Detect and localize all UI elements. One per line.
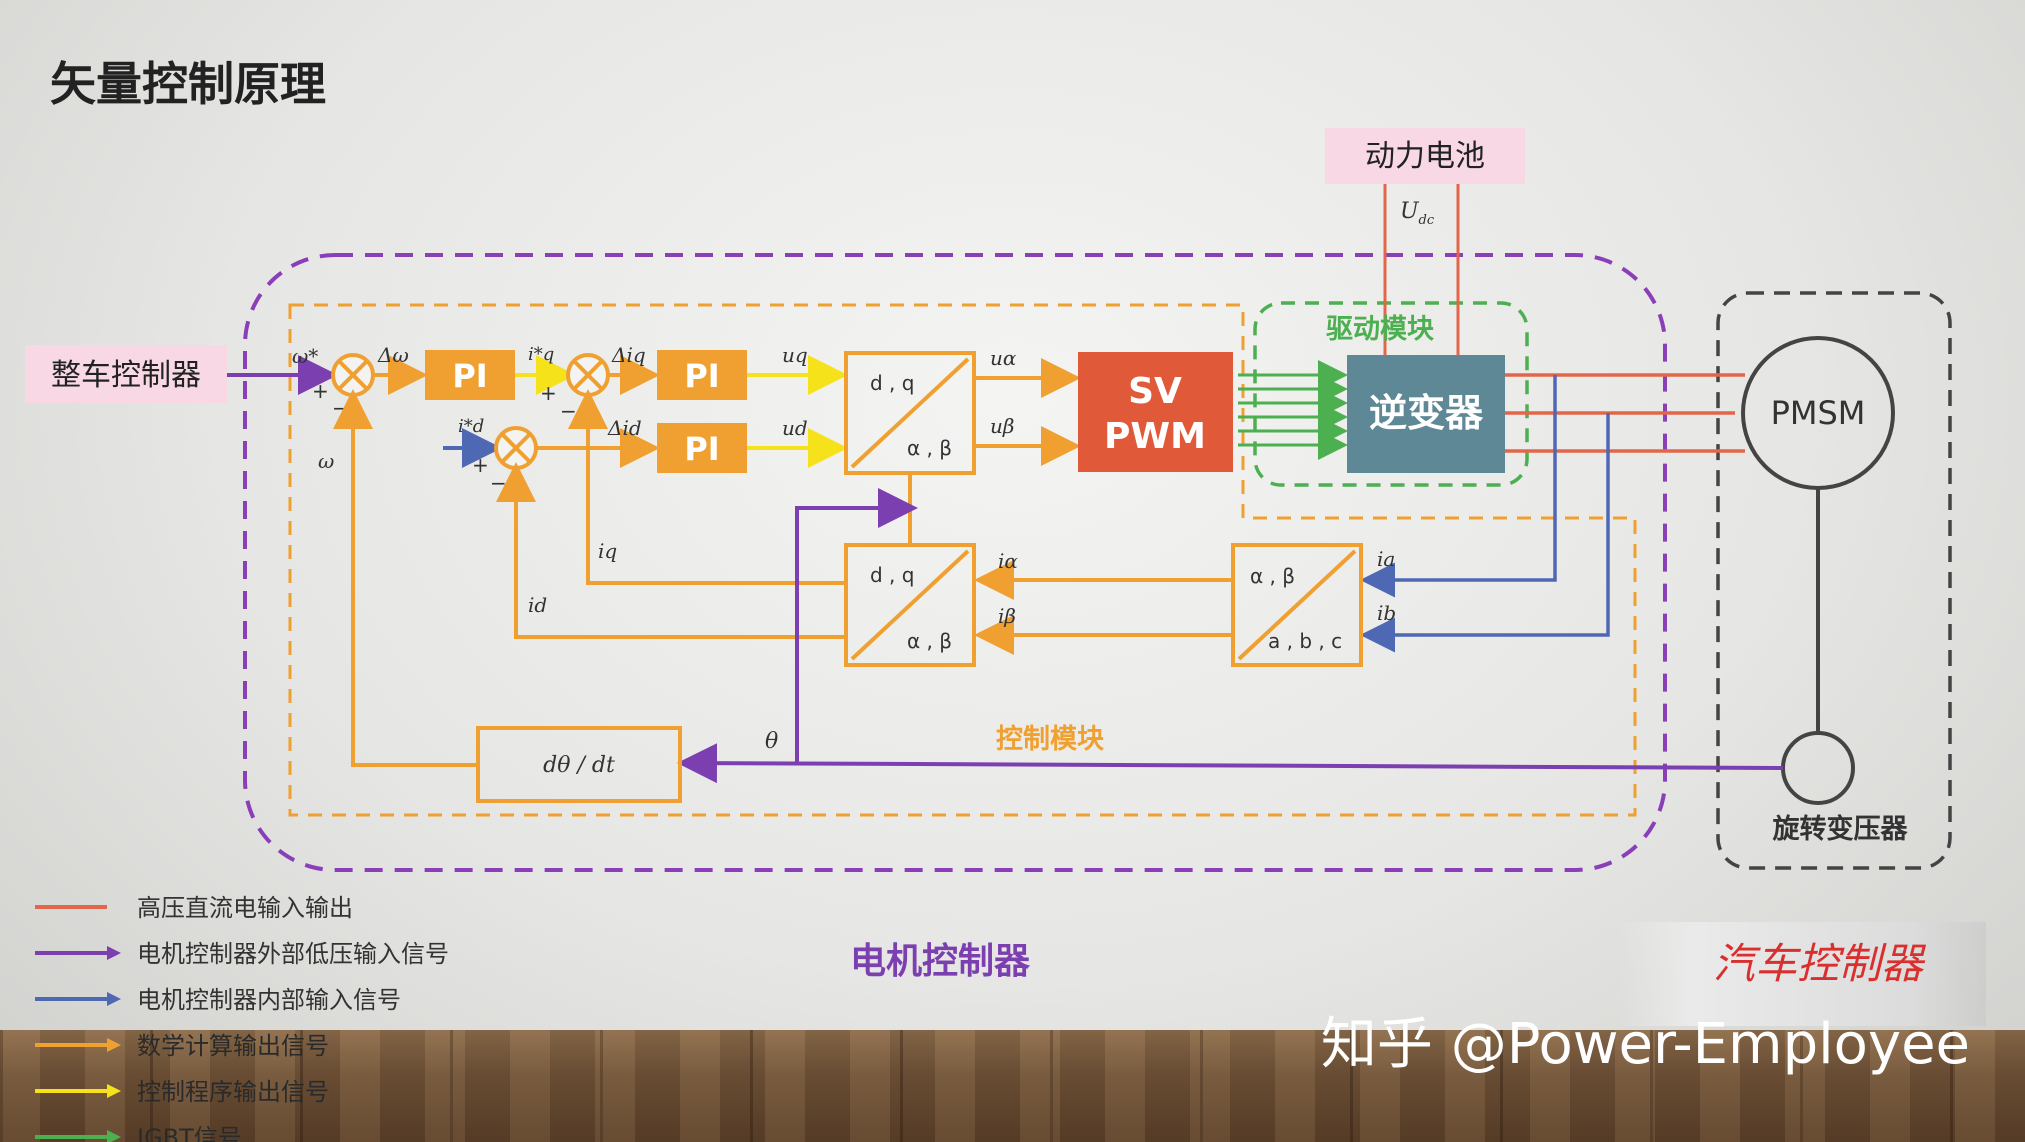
theta-to-park-line (795, 488, 918, 765)
park-bottom-label: α , β (907, 629, 952, 653)
vehicle-controller-box (25, 345, 227, 403)
svpwm-block (1078, 352, 1233, 472)
pi-q-block (657, 350, 747, 400)
id-ref-label: i*d (458, 416, 484, 437)
inverter-block (1347, 355, 1505, 473)
delta-iq-label: Δiq (611, 343, 646, 367)
control-module-label: 控制模块 (996, 724, 1105, 755)
inverse-park-diagonal (850, 357, 970, 469)
legend-label-4: 控制程序输出信号 (137, 1078, 329, 1106)
minus-sign-1: − (332, 396, 349, 420)
plus-sign-1: + (312, 379, 329, 403)
clarke-top-label: α , β (1250, 564, 1295, 588)
legend-arrowhead-3 (107, 1038, 121, 1052)
uq-label: uq (782, 343, 808, 367)
vehicle-controller-label: 整车控制器 (51, 358, 201, 393)
id-label: id (528, 593, 547, 617)
legend-label-0: 高压直流电输入输出 (137, 894, 353, 922)
derivative-label: dθ / dt (543, 753, 615, 778)
pmsm-label: PMSM (1771, 394, 1866, 432)
ia-sense-line (1360, 375, 1557, 598)
iq-feedback-line (568, 389, 846, 585)
pi-d-label: PI (684, 430, 719, 468)
ibeta-label: iβ (998, 604, 1016, 628)
minus-sign-2: − (560, 399, 577, 423)
park-top-label: d , q (870, 563, 914, 587)
ud-label: ud (782, 416, 808, 440)
legend-arrowhead-4 (107, 1084, 121, 1098)
inverter-label: 逆变器 (1369, 391, 1484, 435)
legend: 高压直流电输入输出电机控制器外部低压输入信号电机控制器内部输入信号数学计算输出信… (35, 894, 449, 1142)
legend-arrowhead-5 (107, 1130, 121, 1142)
legend-label-2: 电机控制器内部输入信号 (137, 986, 401, 1014)
delta-omega-label: Δω (377, 343, 409, 367)
ualpha-label: uα (990, 346, 1017, 370)
page-title: 矢量控制原理 (50, 57, 326, 111)
watermark-banner (1618, 922, 1986, 1026)
minus-sign-3: − (490, 471, 507, 495)
motor-boundary (1716, 291, 1952, 870)
omega-feedback-line (333, 389, 478, 767)
resolver-circle (1781, 731, 1855, 805)
park-diagonal (850, 549, 970, 661)
svpwm-label-line1: SV (1128, 371, 1182, 412)
motor-controller-boundary (243, 253, 1667, 872)
three-phase-lines (1505, 373, 1745, 453)
id-feedback-line (496, 462, 846, 639)
battery-label: 动力电池 (1365, 139, 1485, 174)
battery-box (1325, 128, 1525, 184)
inverse-park-bottom-label: α , β (907, 436, 952, 460)
sum-junction-q (566, 353, 610, 397)
pi-speed-block (425, 350, 515, 400)
udc-label: Udc (1400, 199, 1435, 228)
plus-sign-3: + (472, 453, 489, 477)
ubeta-label: uβ (990, 414, 1014, 438)
control-module-boundary (288, 303, 1637, 817)
omega-r-label: ω (318, 449, 334, 473)
iq-ref-label: i*q (528, 344, 554, 365)
watermark-brand: 汽车控制器 (1713, 939, 1927, 988)
wood-floor-texture (0, 1030, 2025, 1142)
clarke-bottom-label: a , b , c (1268, 629, 1342, 653)
svpwm-label-line2: PWM (1104, 416, 1206, 457)
legend-label-3: 数学计算输出信号 (137, 1032, 329, 1060)
pi-d-block (657, 423, 747, 473)
legend-label-1: 电机控制器外部低压输入信号 (137, 940, 449, 968)
motor-controller-label: 电机控制器 (850, 941, 1031, 982)
sum-junction-d (494, 426, 538, 470)
drive-module-boundary (1253, 301, 1529, 487)
omega-ref-label: ω* (292, 344, 318, 368)
ib-sense-line (1360, 413, 1610, 653)
pi-speed-label: PI (452, 357, 487, 395)
inverse-park-top-label: d , q (870, 371, 914, 395)
watermark-zhihu: 知乎 @Power-Employee (1321, 1012, 1970, 1077)
plus-sign-2: + (540, 381, 557, 405)
legend-arrowhead-1 (107, 946, 121, 960)
resolver-label: 旋转变压器 (1773, 813, 1909, 845)
pi-q-label: PI (684, 357, 719, 395)
delta-id-label: Δid (607, 416, 642, 440)
wood-floor (0, 1030, 2025, 1142)
theta-resolver-line (677, 743, 1784, 784)
legend-label-5: IGBT信号 (137, 1124, 242, 1142)
legend-arrowhead-2 (107, 992, 121, 1006)
igbt-signal-arrows (1238, 360, 1348, 460)
ialpha-label: iα (998, 549, 1018, 573)
drive-module-label: 驱动模块 (1326, 314, 1435, 345)
theta-label: θ (765, 729, 778, 754)
sum-junction-speed (331, 353, 375, 397)
ia-label: ia (1377, 547, 1395, 571)
clarke-diagonal (1237, 549, 1357, 661)
iq-label: iq (598, 539, 617, 563)
clarke-block (1231, 543, 1363, 667)
ib-label: ib (1377, 601, 1396, 625)
